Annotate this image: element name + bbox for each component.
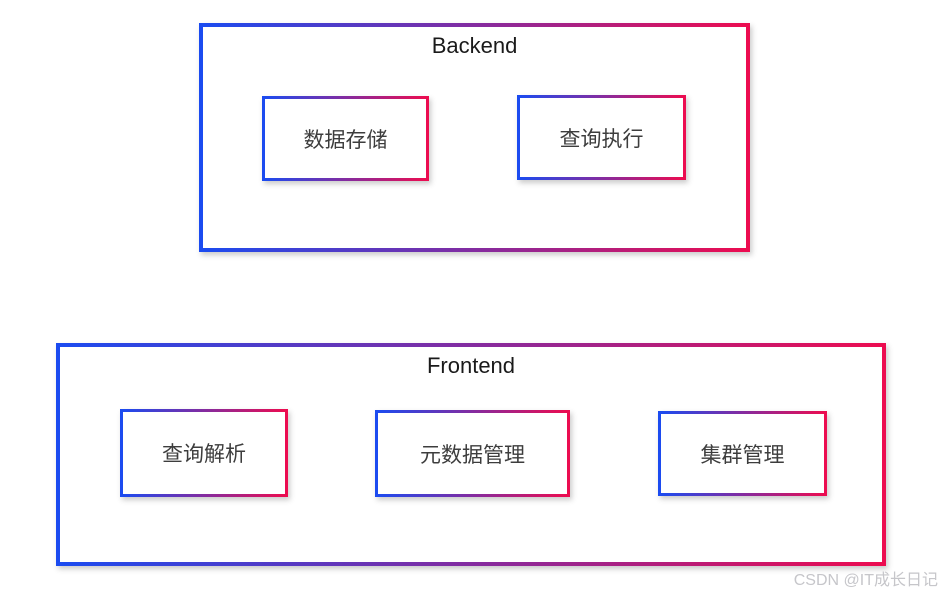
node-query-parsing: 查询解析 [120, 409, 288, 497]
node-cluster-management-label: 集群管理 [700, 443, 785, 467]
node-query-parsing-label: 查询解析 [162, 443, 246, 466]
group-backend-title: Backend [431, 33, 518, 58]
csdn-watermark: CSDN @IT成长日记 [793, 572, 938, 589]
group-backend: Backend 数据存储 查询执行 [199, 23, 750, 252]
node-metadata-management: 元数据管理 [375, 410, 570, 497]
group-frontend-title: Frontend [426, 353, 516, 378]
node-data-storage-label: 数据存储 [303, 128, 388, 152]
node-metadata-management-label: 元数据管理 [420, 443, 525, 467]
group-frontend: Frontend 查询解析 元数据管理 集群管理 [56, 343, 886, 566]
node-query-execution-label: 查询执行 [559, 127, 644, 151]
node-query-execution: 查询执行 [517, 95, 686, 180]
node-data-storage: 数据存储 [262, 96, 429, 181]
node-cluster-management: 集群管理 [658, 411, 827, 496]
